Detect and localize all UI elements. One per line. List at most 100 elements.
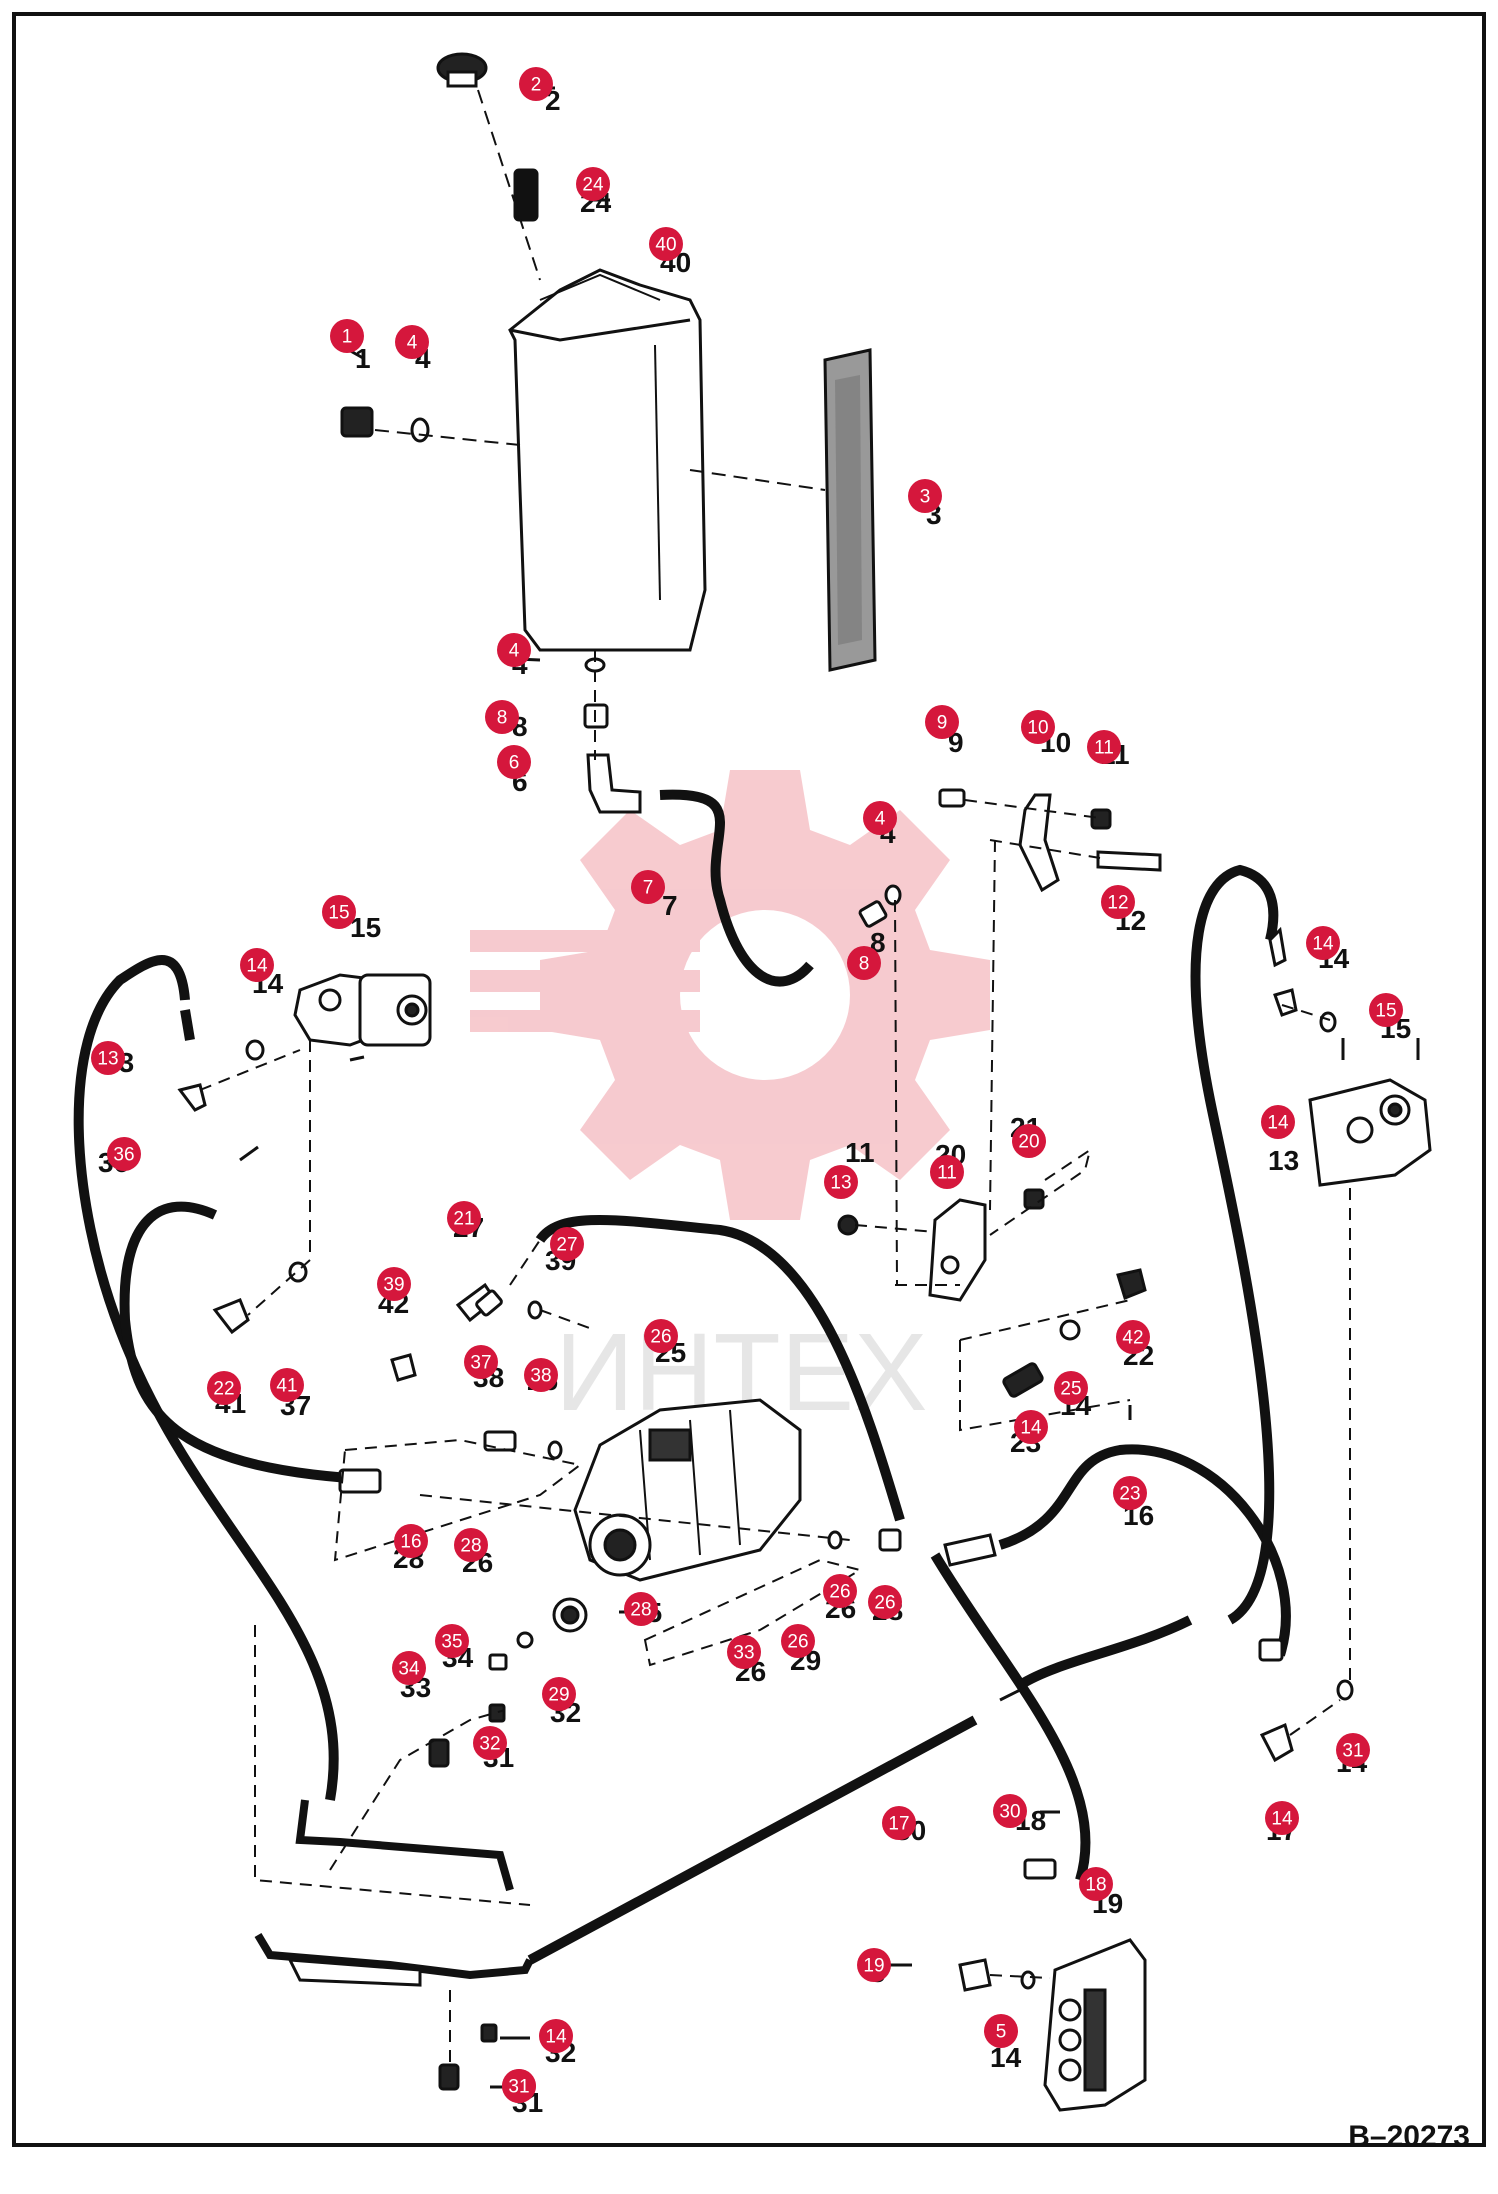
- callout-42: 42: [1116, 1320, 1150, 1354]
- callout-24: 24: [576, 167, 610, 201]
- callout-circle: [1369, 993, 1403, 1027]
- callout-circle: [576, 167, 610, 201]
- callout-number: 31: [1342, 1741, 1363, 1762]
- callout-circle: [1261, 1105, 1295, 1139]
- callout-circle: [649, 227, 683, 261]
- callout-circle: [395, 325, 429, 359]
- callout-number: 8: [859, 954, 870, 975]
- callout-number: 38: [530, 1366, 551, 1387]
- callout-number: 14: [1267, 1113, 1289, 1134]
- callout-circle: [1101, 885, 1135, 919]
- callout-number: 14: [246, 956, 268, 977]
- callout-circle: [435, 1624, 469, 1658]
- callout-circle: [930, 1155, 964, 1189]
- callout-7: 7: [631, 870, 665, 904]
- callout-number: 20: [1018, 1132, 1039, 1153]
- tank-outlet-fittings: [583, 657, 642, 814]
- callout-circle: [847, 946, 881, 980]
- control-valve: [958, 1938, 1147, 2112]
- callout-number: 27: [556, 1235, 577, 1256]
- callout-number: 31: [508, 2077, 529, 2098]
- callout-circle: [1265, 1801, 1299, 1835]
- callout-19: 19: [857, 1948, 891, 1982]
- callout-number: 8: [497, 708, 508, 729]
- callout-number: 30: [999, 1802, 1020, 1823]
- svg-text:13: 13: [1268, 1145, 1299, 1176]
- hose-17: [1190, 864, 1279, 1625]
- callout-number: 9: [937, 713, 948, 734]
- svg-text:1: 1: [355, 343, 371, 374]
- callout-number: 32: [479, 1734, 500, 1755]
- svg-text:7: 7: [662, 890, 678, 921]
- callout-22: 22: [207, 1371, 241, 1405]
- hose-30: [527, 1715, 978, 1965]
- callout-33: 33: [727, 1635, 761, 1669]
- left-drive-motor: [293, 973, 432, 1047]
- callout-26: 26: [823, 1574, 857, 1608]
- callout-number: 33: [733, 1643, 754, 1664]
- callout-number: 37: [470, 1353, 491, 1374]
- drawing-number: B–20273: [1348, 2120, 1470, 2153]
- callout-11: 11: [930, 1155, 964, 1189]
- callout-circle: [1054, 1371, 1088, 1405]
- callout-number: 4: [875, 809, 886, 830]
- callout-30: 30: [993, 1794, 1027, 1828]
- callout-36: 36: [107, 1137, 141, 1171]
- svg-text:11: 11: [845, 1137, 875, 1168]
- callout-13: 13: [91, 1041, 125, 1075]
- callout-number: 15: [1375, 1001, 1396, 1022]
- callout-28: 28: [454, 1528, 488, 1562]
- callout-34: 34: [392, 1651, 426, 1685]
- callout-4: 4: [863, 801, 897, 835]
- callout-circle: [550, 1227, 584, 1261]
- callout-circle: [925, 705, 959, 739]
- callout-32: 32: [473, 1726, 507, 1760]
- callout-23: 23: [1113, 1476, 1147, 1510]
- callout-circle: [863, 801, 897, 835]
- callout-number: 28: [630, 1600, 651, 1621]
- callout-circle: [823, 1574, 857, 1608]
- callout-number: 18: [1085, 1875, 1106, 1896]
- callout-circle: [464, 1345, 498, 1379]
- callout-circle: [502, 2069, 536, 2103]
- callout-number: 14: [1020, 1418, 1042, 1439]
- callout-number: 25: [1060, 1379, 1081, 1400]
- callout-number: 5: [996, 2022, 1007, 2043]
- callout-6: 6: [497, 745, 531, 779]
- callout-circle: [1012, 1124, 1046, 1158]
- callout-circle: [908, 479, 942, 513]
- callout-number: 12: [1107, 893, 1128, 914]
- callout-number: 21: [453, 1209, 474, 1230]
- callout-circle: [497, 745, 531, 779]
- relief-valve: [837, 1188, 1045, 1302]
- callout-circle: [631, 870, 665, 904]
- callout-14: 14: [1306, 926, 1340, 960]
- callout-circle: [485, 700, 519, 734]
- callout-number: 13: [830, 1173, 851, 1194]
- callout-circle: [1087, 730, 1121, 764]
- callout-circle: [394, 1524, 428, 1558]
- callout-circle: [1113, 1476, 1147, 1510]
- callout-10: 10: [1021, 710, 1055, 744]
- callout-circle: [1116, 1320, 1150, 1354]
- callout-4: 4: [497, 633, 531, 667]
- callout-circle: [524, 1358, 558, 1392]
- callout-14: 14: [1261, 1105, 1295, 1139]
- callout-26: 26: [644, 1319, 678, 1353]
- callout-circle: [993, 1794, 1027, 1828]
- callout-8: 8: [847, 946, 881, 980]
- callout-number: 14: [1271, 1809, 1293, 1830]
- mounting-bracket: [938, 788, 1162, 893]
- callout-circle: [1014, 1410, 1048, 1444]
- callout-9: 9: [925, 705, 959, 739]
- callout-21: 21: [447, 1201, 481, 1235]
- callout-number: 28: [460, 1536, 481, 1557]
- callout-13: 13: [824, 1165, 858, 1199]
- drain-plug: [340, 406, 430, 443]
- steel-tube: [295, 1799, 514, 1892]
- callout-17: 17: [882, 1806, 916, 1840]
- callout-12: 12: [1101, 885, 1135, 919]
- lower-bar: [254, 1932, 534, 1980]
- watermark-gear-logo: [470, 770, 990, 1220]
